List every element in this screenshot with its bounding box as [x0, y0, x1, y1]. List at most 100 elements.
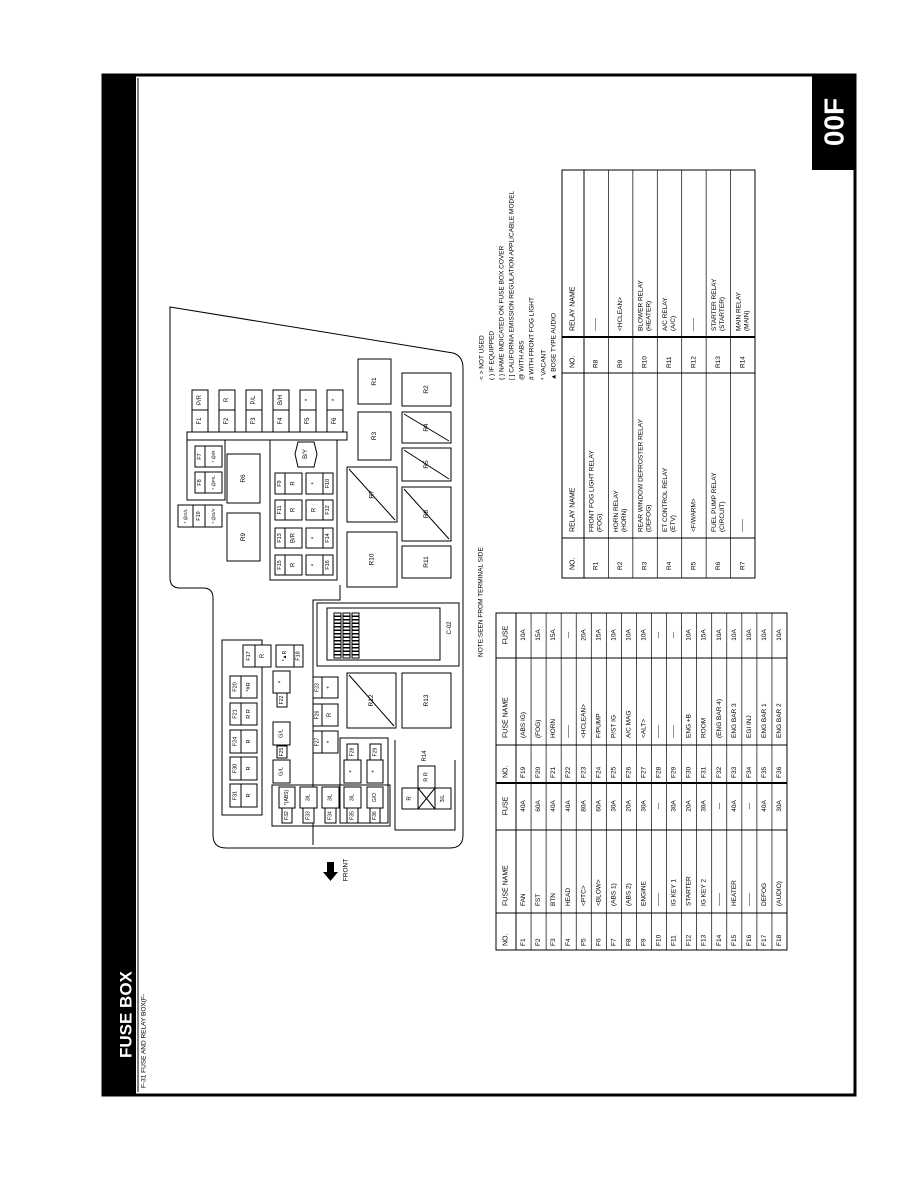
fuse-no: F20 [535, 766, 542, 778]
fuse-name: HEATER [731, 880, 738, 906]
relay-no: R13 [715, 356, 722, 368]
relay-name-alt: (STARTER) [719, 297, 726, 331]
fuse-tag-label: * @G/Y [211, 508, 216, 523]
fuse-name: BTN [550, 893, 557, 906]
front-direction-label: FRONT [343, 859, 350, 881]
fuse-no: F31 [701, 766, 708, 778]
fuse-rating: 10A [610, 629, 617, 641]
fuse-no: F35 [761, 766, 768, 778]
fuse-name: <ALT> [640, 719, 647, 738]
fuse-rating: 10A [716, 629, 723, 641]
fuse-tag [240, 756, 258, 781]
fuse-slot [322, 472, 334, 495]
relay-no: R4 [666, 561, 673, 570]
fuse-tag-label: R [327, 712, 333, 717]
relay-name-alt: (ETV) [670, 515, 677, 532]
fuse-tag-label: R [291, 507, 297, 512]
fuse-no: F11 [671, 935, 678, 946]
fuse-name: F/PUMP [595, 713, 602, 738]
fuse-no: F24 [595, 766, 602, 778]
fuse-tag-label: G/L [279, 729, 285, 738]
fuse-slot-label: F7 [197, 453, 203, 459]
fuse-slot-label: F36 [372, 811, 378, 820]
fuse-slot [272, 409, 290, 433]
fuse-slot-label: F1 [197, 417, 203, 425]
fuse-tag [240, 729, 258, 754]
fuse-slot [281, 807, 293, 824]
fuse-name: STARTER [686, 876, 693, 906]
fuse-tag-label: G/O [372, 793, 378, 802]
relay-name: —— [690, 318, 697, 332]
fuse-no: F6 [595, 938, 602, 946]
relay-no: R9 [617, 359, 624, 368]
fuse-tag [240, 675, 258, 699]
relay-label: R13 [423, 694, 430, 706]
fuse-no: F12 [686, 934, 693, 946]
fuse-tag [240, 702, 258, 726]
fuse-rating: — [565, 631, 572, 638]
fuse-no: F36 [776, 766, 783, 778]
fuse-name: (ABS IG) [520, 712, 527, 738]
fuse-tag [204, 504, 223, 528]
fuse-slot-label: F21 [233, 709, 239, 718]
fuse-slot-label: F5 [305, 417, 311, 425]
fuse-tag-label: R [246, 766, 252, 770]
fuse-slot-label: F25 [279, 747, 285, 756]
fuse-no: F2 [535, 938, 542, 946]
fuse-rating: 40A [520, 800, 527, 812]
fuse-tag-label: * [332, 398, 338, 401]
fuse-no: F15 [731, 934, 738, 946]
fuse-box-outline [169, 306, 464, 849]
fuse-slot-label: F30 [233, 764, 239, 773]
fuse-tag-label: 3/L [328, 794, 334, 801]
relay-name-alt: (HORN) [621, 509, 628, 532]
fuse-slot [346, 807, 359, 824]
relay-no: R2 [617, 561, 624, 570]
fuse-no: F26 [625, 766, 632, 778]
fuse-slot [276, 745, 288, 759]
fuse-no: F17 [761, 934, 768, 946]
fuse-tag-label: * @P/L [211, 475, 216, 490]
fuse-table-header-no: NO. [503, 934, 510, 947]
fuse-tag [321, 703, 339, 727]
fuse-slot-label: F22 [279, 695, 285, 704]
fuse-rating: 30A [640, 800, 647, 812]
fuse-table-header-name: FUSE NAME [503, 697, 510, 738]
relay-name: STARTER RELAY [711, 278, 718, 331]
fuse-rating: 20A [625, 800, 632, 812]
relay [226, 453, 261, 504]
fuse-rating: — [671, 631, 678, 638]
fuse-tag-label: * [327, 686, 333, 689]
fuse-tag [284, 499, 303, 521]
fuse-slot [299, 409, 317, 433]
relay-r14-label: R14 [422, 750, 428, 762]
fuse-no: F16 [746, 934, 753, 946]
connector-by [294, 441, 318, 468]
fuse-tag-label: * [279, 680, 285, 683]
relay-no: R3 [642, 561, 649, 570]
relay-label: R3 [371, 431, 378, 440]
connector-c02 [316, 602, 460, 667]
fuse-name: HORN [550, 719, 557, 738]
fuse-slot-label: F8 [197, 479, 203, 485]
relay-name: —— [739, 519, 746, 533]
fuse-name: —— [671, 725, 678, 739]
fuse-tag [321, 676, 339, 699]
relay-name: A/C RELAY [662, 297, 669, 331]
fuse-slot-label: F19 [196, 511, 202, 520]
fuse-rating: 10A [625, 629, 632, 641]
relay-table-header-name: RELAY NAME [570, 487, 577, 532]
fuse-slot-label: F32 [284, 811, 290, 820]
relay-slash [403, 413, 450, 442]
fuse-slot-label: F2 [224, 417, 230, 425]
fuse-slot-label: F20 [233, 682, 239, 691]
fuse-tag-label: B/H [278, 395, 284, 405]
fuse-slot [302, 807, 315, 824]
fuse-table [495, 612, 788, 951]
relay-name: REAR WINDOW DEFROSTER RELAY [638, 418, 645, 532]
relay-name: FUEL PUMP RELAY [711, 472, 718, 532]
fuse-rating: 20A [580, 629, 587, 641]
fuse-name: EGI INJ [746, 715, 753, 738]
fuse-rating: 60A [595, 800, 602, 812]
